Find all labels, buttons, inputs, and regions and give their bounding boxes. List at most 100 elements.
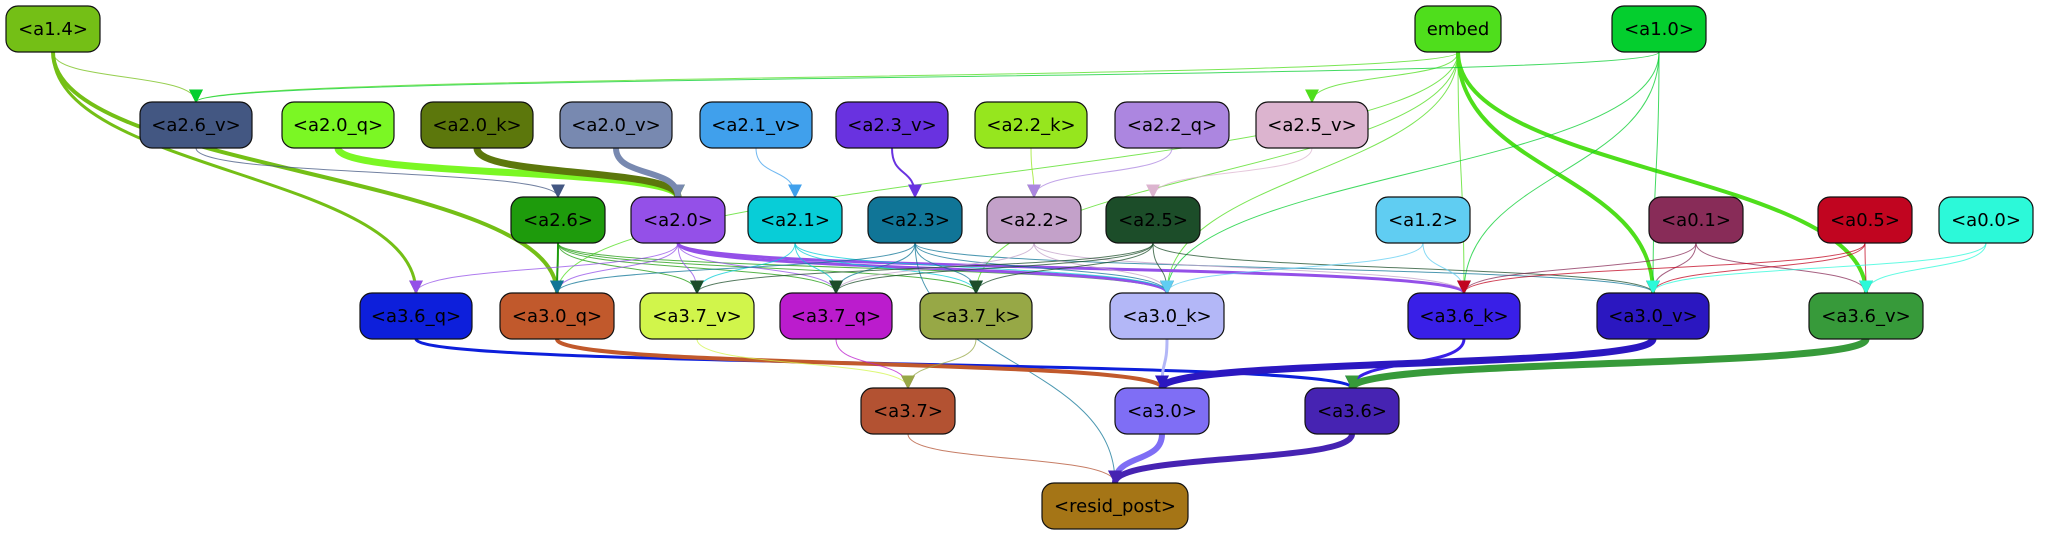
node-a1-4[interactable]: <a1.4>	[5, 5, 101, 53]
edge-embed-to-a2-6-v	[189, 51, 1459, 104]
edge-embed-to-a3-7-k	[969, 51, 1459, 295]
node-label: <a0.1>	[1661, 210, 1731, 231]
node-label: <a3.6_v>	[1821, 306, 1910, 327]
edge-a2-3-to-a3-0-q	[550, 242, 916, 295]
node-box	[139, 101, 253, 149]
edge-a2-2-k-to-a2-2	[1026, 147, 1041, 199]
node-a2-2-q[interactable]: <a2.2_q>	[1114, 101, 1230, 149]
node-box	[1648, 196, 1744, 244]
node-a3-0[interactable]: <a3.0>	[1114, 387, 1210, 435]
node-box	[779, 292, 893, 340]
node-a3-6-v[interactable]: <a3.6_v>	[1808, 292, 1924, 340]
node-label: <a3.0>	[1127, 401, 1197, 422]
edge-a2-3-to-a3-0-k	[914, 242, 1174, 295]
node-label: <a2.6_v>	[151, 115, 240, 136]
edge-a2-5-to-a3-7-v	[690, 242, 1154, 295]
node-box	[1255, 101, 1369, 149]
edge-a2-1-to-a3-7-v	[690, 242, 796, 295]
node-a2-2-k[interactable]: <a2.2_k>	[974, 101, 1088, 149]
node-a3-6-q[interactable]: <a3.6_q>	[359, 292, 473, 340]
edge-a2-6-to-a3-7-v	[557, 242, 704, 295]
node-embed[interactable]: embed	[1414, 5, 1502, 53]
node-label: <a0.5>	[1830, 210, 1900, 231]
edge-embed-to-a3-6-v	[1456, 51, 1873, 295]
node-box	[281, 101, 395, 149]
node-box	[1596, 292, 1710, 340]
node-a2-3-v[interactable]: <a2.3_v>	[835, 101, 949, 149]
node-a3-0-q[interactable]: <a3.0_q>	[499, 292, 615, 340]
node-label: <a3.6>	[1317, 401, 1387, 422]
edge-a1-0-to-a2-6-v	[189, 51, 1660, 104]
node-box	[986, 196, 1082, 244]
node-a2-5-v[interactable]: <a2.5_v>	[1255, 101, 1369, 149]
node-label: <a2.2>	[999, 210, 1069, 231]
node-label: <a3.0_v>	[1608, 306, 1697, 327]
node-a3-6-k[interactable]: <a3.6_k>	[1407, 292, 1521, 340]
node-box	[1375, 196, 1471, 244]
node-box	[835, 101, 949, 149]
node-a3-7-k[interactable]: <a3.7_k>	[919, 292, 1033, 340]
node-label: <a3.0_k>	[1122, 306, 1211, 327]
edge-a2-5-to-a3-7-q	[829, 242, 1154, 295]
node-a2-0-k[interactable]: <a2.0_k>	[420, 101, 534, 149]
edge-embed-to-a3-0-k	[1160, 51, 1459, 295]
node-label: <a2.5>	[1118, 210, 1188, 231]
node-resid-post[interactable]: <resid_post>	[1041, 482, 1189, 530]
node-a2-5[interactable]: <a2.5>	[1105, 196, 1201, 244]
node-label: <a3.0_q>	[512, 306, 602, 327]
node-a3-7-q[interactable]: <a3.7_q>	[779, 292, 893, 340]
node-a2-6-v[interactable]: <a2.6_v>	[139, 101, 253, 149]
node-box	[1611, 5, 1707, 53]
node-a3-0-k[interactable]: <a3.0_k>	[1109, 292, 1225, 340]
node-a3-7[interactable]: <a3.7>	[860, 387, 956, 435]
node-label: <a3.6_k>	[1419, 306, 1508, 327]
node-a0-5[interactable]: <a0.5>	[1817, 196, 1913, 244]
edge-a2-3-v-to-a2-3	[891, 147, 922, 199]
edge-a2-0-to-a3-6-k	[676, 241, 1471, 295]
node-a1-2[interactable]: <a1.2>	[1375, 196, 1471, 244]
node-a2-3[interactable]: <a2.3>	[867, 196, 963, 244]
edge-a2-5-to-a3-0-v	[1152, 242, 1660, 295]
node-label: <a2.3>	[880, 210, 950, 231]
node-box	[1304, 387, 1400, 435]
node-a1-0[interactable]: <a1.0>	[1611, 5, 1707, 53]
node-a3-0-v[interactable]: <a3.0_v>	[1596, 292, 1710, 340]
edge-a2-5-to-a3-7-k	[969, 242, 1154, 295]
edge-a0-0-to-a3-6-v	[1859, 242, 1987, 295]
node-box	[867, 196, 963, 244]
node-label: <a3.7_q>	[791, 306, 881, 327]
node-label: <a3.6_q>	[371, 306, 461, 327]
node-label: <a2.6>	[523, 210, 593, 231]
edge-a3-7-v-to-a3-7	[696, 338, 915, 390]
node-box	[1114, 387, 1210, 435]
node-a2-2[interactable]: <a2.2>	[986, 196, 1082, 244]
node-a2-1-v[interactable]: <a2.1_v>	[699, 101, 813, 149]
node-a3-6[interactable]: <a3.6>	[1304, 387, 1400, 435]
node-label: <a2.2_k>	[986, 115, 1075, 136]
node-a2-0-v[interactable]: <a2.0_v>	[559, 101, 673, 149]
node-box	[359, 292, 473, 340]
node-a2-0[interactable]: <a2.0>	[630, 196, 726, 244]
edge-a3-6-to-resid-post	[1108, 432, 1355, 485]
edge-a0-1-to-a3-6-v	[1695, 242, 1873, 295]
edge-a2-1-v-to-a2-1	[755, 147, 802, 199]
node-a3-7-v[interactable]: <a3.7_v>	[639, 292, 755, 340]
node-label: <a2.2_q>	[1127, 115, 1217, 136]
node-a2-6[interactable]: <a2.6>	[510, 196, 606, 244]
edge-embed-to-a2-5-v	[1305, 51, 1459, 104]
node-a2-0-q[interactable]: <a2.0_q>	[281, 101, 395, 149]
edge-embed-to-a3-0-v	[1456, 51, 1660, 295]
node-a2-1[interactable]: <a2.1>	[747, 196, 843, 244]
node-box	[1817, 196, 1913, 244]
edge-a1-0-to-a3-6-k	[1457, 51, 1660, 295]
node-box	[559, 101, 673, 149]
node-a0-0[interactable]: <a0.0>	[1938, 196, 2034, 244]
node-a0-1[interactable]: <a0.1>	[1648, 196, 1744, 244]
node-box	[699, 101, 813, 149]
edge-a2-0-k-to-a2-0	[473, 146, 685, 199]
node-label: embed	[1427, 19, 1490, 40]
edge-a2-0-v-to-a2-0	[613, 147, 685, 199]
node-label: <a2.0_q>	[293, 115, 383, 136]
